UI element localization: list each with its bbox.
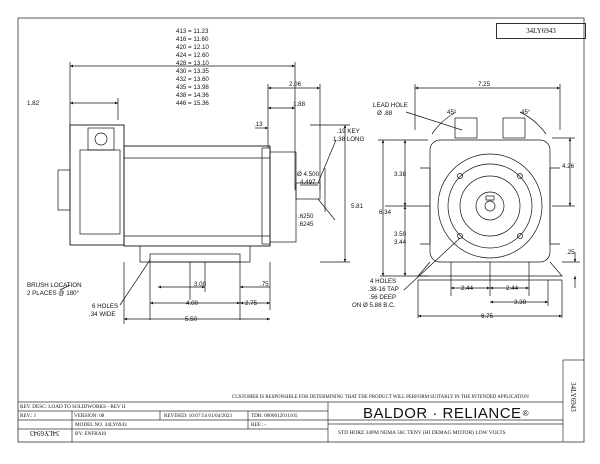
length-row: 428 = 13.10 (176, 60, 209, 67)
part-number: 34LY6943 (526, 27, 556, 35)
tap-holes-line2: .38-16 TAP (368, 286, 399, 293)
length-row: 420 = 12.10 (176, 44, 209, 51)
length-row: 446 = 15.36 (176, 100, 209, 107)
length-row: 435 = 13.98 (176, 84, 209, 91)
rev-description: REV. DESC: LOAD TO SOLIDWORKS - REV II (20, 404, 126, 410)
revised-date: REVISED: 10:07:54 01/04/2023 (164, 413, 233, 419)
dim-0-13: .13 (254, 121, 263, 128)
part-number-box: 34LY6943 (496, 23, 586, 39)
drawn-by: BY: ENFRAJ0 (75, 431, 107, 437)
key-label-line1: .19 KEY (337, 128, 360, 135)
dim-2-44-right: 2.44 (506, 285, 519, 292)
length-row: 424 = 12.60 (176, 52, 209, 59)
dim-0-25: .25 (566, 249, 575, 256)
length-row: 416 = 11.60 (176, 36, 209, 43)
dim-0-75: .75 (260, 281, 269, 288)
lead-hole-line1: LEAD HOLE (373, 102, 408, 109)
length-row: 430 = 13.35 (176, 68, 209, 75)
tdr-number: TDR: 0000012011165 (251, 413, 298, 419)
key-label-line2: 1.38 LONG (333, 136, 364, 143)
disclaimer: CUSTOMER IS RESPONSIBLE FOR DETERMINING … (232, 395, 529, 400)
sheet-border (17, 17, 585, 443)
end-view: 7.25 LEAD HOLE Ø .88 45° 45° (352, 81, 580, 320)
dim-1-82: 1.82 (27, 100, 40, 107)
length-table: 413 = 11.23 416 = 11.60 420 = 12.10 424 … (176, 28, 209, 107)
rev-letter: REV.: J (20, 413, 36, 419)
length-row: 432 = 13.60 (176, 76, 209, 83)
side-part-number-box: 34LY6943 (563, 365, 583, 429)
dim-5-50: 5.50 (185, 316, 198, 323)
dim-4-00: 4.00 (186, 300, 199, 307)
brush-label-line1: BRUSH LOCATION (27, 282, 82, 289)
angle-left: 45° (447, 109, 457, 116)
dim-4-26: 4.26 (562, 163, 575, 170)
dim-2-06: 2.06 (289, 81, 302, 88)
dim-3-50: 3.50 (394, 231, 407, 238)
side-view: 413 = 11.23 416 = 11.60 420 = 12.10 424 … (27, 28, 364, 324)
base-holes-line1: 6 HOLES (92, 303, 118, 310)
side-part-number: 34LY6943 (569, 382, 578, 412)
dim-6-75: 6.75 (481, 313, 494, 320)
lead-hole-line2: Ø .88 (377, 110, 393, 117)
tap-holes-line1: 4 HOLES (370, 278, 396, 285)
ref: REF.: - (251, 422, 266, 428)
tap-holes-line4: ON Ø 5.88 B.C. (352, 302, 396, 309)
dim-7-25: 7.25 (478, 81, 491, 88)
brand-registered-mark: ® (522, 408, 529, 418)
length-row: 438 = 14.36 (176, 92, 209, 99)
shaft-dia-line2: 4.497 (300, 179, 316, 186)
shaft-dia-line1: Ø 4.500 (297, 171, 320, 178)
dim-2-75: 2.75 (245, 300, 258, 307)
brush-label-line2: 2 PLACES @ 180° (27, 290, 80, 297)
length-row: 413 = 11.23 (176, 28, 209, 35)
tap-holes-line3: .56 DEEP (369, 294, 396, 301)
dim-5-81: 5.81 (351, 203, 364, 210)
shaft-small-line1: .6250 (298, 213, 314, 220)
dim-2-44-left: 2.44 (461, 285, 474, 292)
dim-3-38: 3.38 (394, 171, 407, 178)
angle-right: 45° (521, 109, 531, 116)
motor-description: STD HORZ 34PM NEMA 56C TENV (HI DEMAG MO… (338, 430, 506, 436)
shaft-small-line2: .6245 (298, 221, 314, 228)
brand-logo: BALDOR · RELIANCE® (328, 402, 564, 424)
base-holes-line2: .34 WIDE (89, 311, 115, 318)
dim-3-00: 3.00 (194, 281, 207, 288)
flipped-part-number: 34LY6943 (30, 429, 60, 437)
version: VERSION: 08 (74, 413, 105, 419)
title-block-lines (18, 359, 584, 442)
dim-1-88: 1.88 (293, 101, 306, 108)
brand-name: BALDOR · RELIANCE (363, 404, 522, 422)
model-number: MODEL NO. 34LY6943 (75, 422, 127, 428)
dim-3-44: 3.44 (394, 239, 407, 246)
dim-6-34: 6.34 (379, 209, 392, 216)
dim-3-38-bottom: 3.38 (514, 299, 527, 306)
